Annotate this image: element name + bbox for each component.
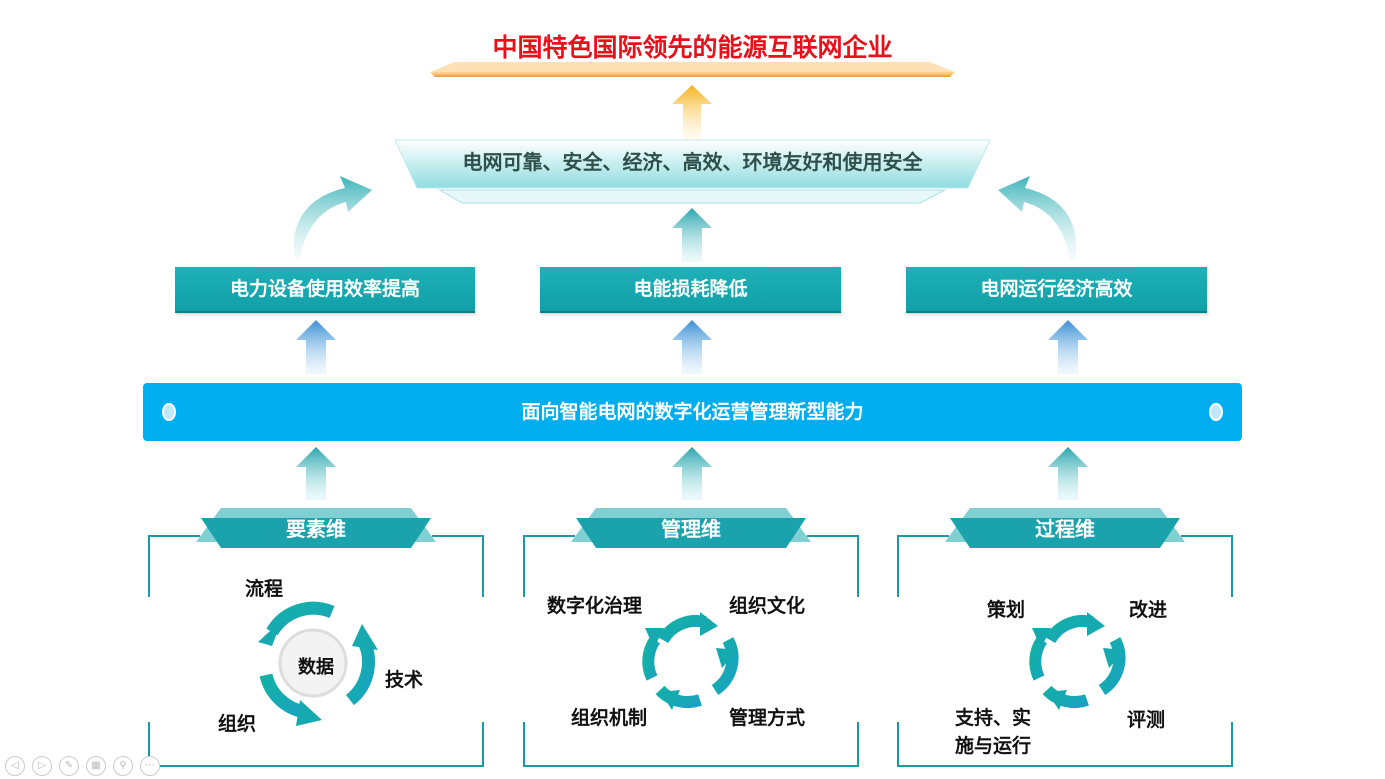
cycle-label: 组织机制 (571, 707, 648, 729)
cycle-label: 流程 (245, 578, 284, 600)
panel-title: 管理维 (661, 517, 721, 541)
next-icon[interactable]: ▷ (32, 756, 52, 776)
cycle-label: 改进 (1129, 599, 1168, 621)
up-arrow-icon (296, 447, 336, 500)
up-arrow-icon (672, 447, 712, 500)
panel-title: 过程维 (1035, 517, 1095, 541)
more-icon[interactable]: ⋯ (140, 756, 160, 776)
curved-arrow-left-icon (293, 176, 372, 260)
goal-band (394, 139, 991, 189)
headline: 中国特色国际领先的能源互联网企业 (492, 33, 893, 62)
title-base-bar (430, 62, 955, 77)
curved-arrow-right-icon (998, 176, 1077, 260)
slides-icon[interactable]: ▦ (86, 756, 106, 776)
bar-dot-right (1209, 403, 1223, 421)
prev-icon[interactable]: ◁ (5, 756, 25, 776)
outcome-box-equipment: 电力设备使用效率提高 (175, 267, 475, 313)
outcome-box-loss: 电能损耗降低 (540, 267, 841, 313)
center-label: 数据 (298, 657, 334, 678)
up-arrow-icon (672, 208, 712, 262)
up-arrow-icon (1048, 320, 1088, 374)
cycle-label: 组织 (218, 713, 257, 735)
capability-bar: 面向智能电网的数字化运营管理新型能力 (143, 383, 1242, 441)
cycle-label: 组织文化 (729, 595, 806, 617)
cycle-label: 评测 (1127, 709, 1166, 731)
capability-text: 面向智能电网的数字化运营管理新型能力 (521, 401, 864, 423)
gold-up-arrow-icon (672, 85, 712, 140)
pen-icon[interactable]: ✎ (59, 756, 79, 776)
up-arrow-icon (1048, 447, 1088, 500)
cycle-label: 数字化治理 (547, 595, 643, 617)
goal-text: 电网可靠、安全、经济、高效、环境友好和使用安全 (462, 150, 923, 174)
cycle-label: 支持、实 (955, 707, 1032, 729)
panel-process: 过程维 策划 改进 支持、实 施与运行 评测 (897, 508, 1233, 767)
cycle-label: 管理方式 (729, 707, 806, 729)
up-arrow-icon (296, 320, 336, 374)
cycle-label: 技术 (385, 669, 424, 691)
zoom-icon[interactable]: ⚲ (113, 756, 133, 776)
up-arrow-icon (672, 320, 712, 374)
cycle-label: 施与运行 (955, 735, 1032, 757)
panel-header-shape (196, 508, 436, 548)
panel-title: 要素维 (286, 517, 346, 541)
bar-dot-left (162, 403, 176, 421)
panel-management: 管理维 数字化治理 组织文化 组织机制 管理方式 (523, 508, 859, 767)
cycle-label: 策划 (987, 599, 1026, 621)
panel-elements: 要素维 数据 流程 技术 组织 (148, 508, 484, 767)
outcome-box-operation: 电网运行经济高效 (906, 267, 1207, 313)
